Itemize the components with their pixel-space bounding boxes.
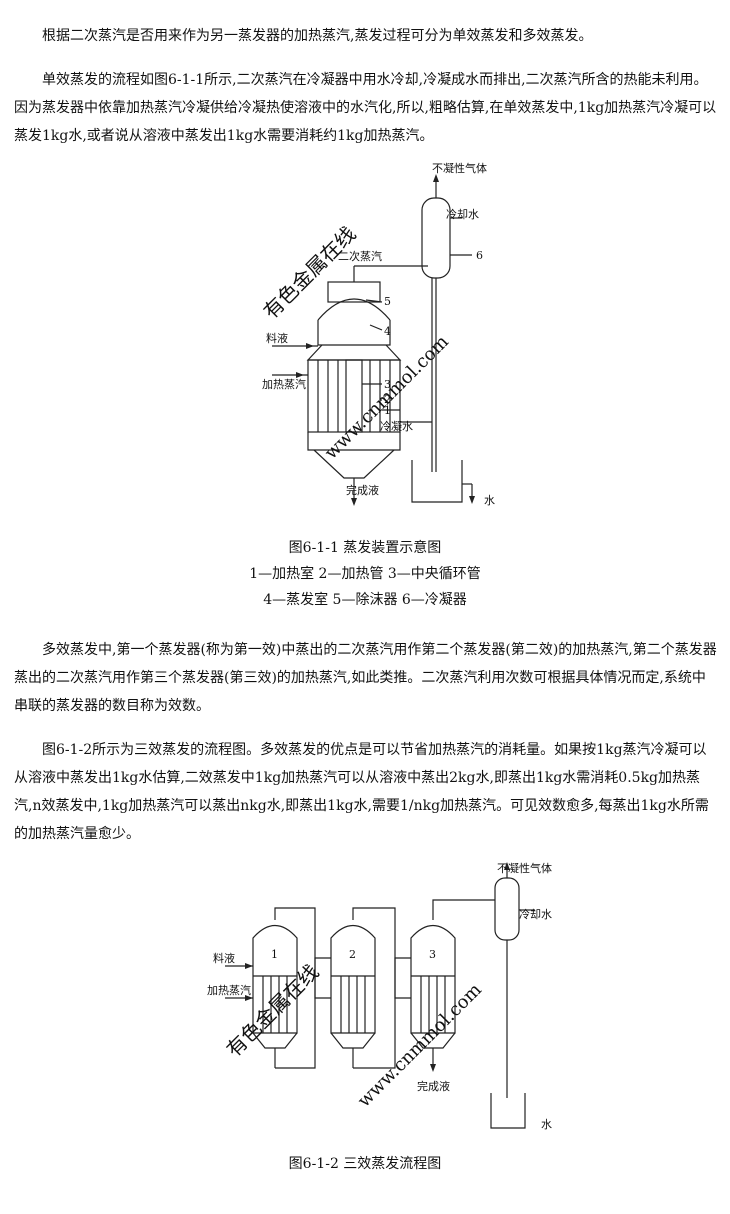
label-heating-steam: 加热蒸汽 xyxy=(262,377,306,391)
label-cooling-water: 冷却水 xyxy=(446,208,479,221)
figure-three-effect-diagram: 不凝性气体 冷却水 料液 加热蒸汽 完成液 水 1 2 3 有色金属在线 www… xyxy=(207,861,552,1131)
evaporator-1 xyxy=(252,924,298,1068)
label-effect-1: 1 xyxy=(271,948,278,961)
label-effect-3: 3 xyxy=(429,948,436,961)
label-water: 水 xyxy=(541,1118,552,1131)
label-num-1: 1 xyxy=(384,404,391,417)
condenser xyxy=(494,877,520,941)
figure-three-effect-evaporation: 不凝性气体 冷却水 料液 加热蒸汽 完成液 水 1 2 3 有色金属在线 www… xyxy=(205,858,560,1140)
svg-text:有色金属在线: 有色金属在线 xyxy=(222,960,324,1062)
paragraph-intro: 根据二次蒸汽是否用来作为另一蒸发器的加热蒸汽,蒸发过程可分为单效蒸发和多效蒸发。 xyxy=(42,28,593,44)
label-num-2: 2 xyxy=(384,393,391,406)
label-condensate: 冷凝水 xyxy=(380,419,413,433)
label-cooling-water: 冷却水 xyxy=(519,908,552,921)
central-circulation-tube xyxy=(345,359,363,433)
figure-single-effect-evaporator: 不凝性气体 冷却水 二次蒸汽 料液 加热蒸汽 冷凝水 完成液 水 5 4 3 2… xyxy=(259,160,502,525)
figure2-caption: 图6-1-2 三效蒸发流程图 xyxy=(288,1156,442,1172)
label-num-6: 6 xyxy=(476,249,483,262)
label-product: 完成液 xyxy=(417,1079,450,1093)
label-product: 完成液 xyxy=(346,483,379,497)
figure1-legend-line1: 1—加热室 2—加热管 3—中央循环管 xyxy=(249,566,481,582)
figure1-legend-line2: 4—蒸发室 5—除沫器 6—冷凝器 xyxy=(263,592,467,608)
evaporator-3 xyxy=(410,924,456,1068)
paragraph-single-effect: 单效蒸发的流程如图6-1-1所示,二次蒸汽在冷凝器中用水冷却,冷凝成水而排出,二… xyxy=(14,72,717,144)
label-noncondensable-gas: 不凝性气体 xyxy=(432,161,487,175)
label-heating-steam: 加热蒸汽 xyxy=(207,983,251,997)
label-feed: 料液 xyxy=(266,331,288,345)
label-secondary-steam: 二次蒸汽 xyxy=(338,249,382,263)
figure-single-effect-diagram: 不凝性气体 冷却水 二次蒸汽 料液 加热蒸汽 冷凝水 完成液 水 5 4 3 2… xyxy=(259,161,495,507)
water-tank xyxy=(411,460,463,503)
label-noncondensable-gas: 不凝性气体 xyxy=(497,861,552,875)
paragraph-multi-effect: 多效蒸发中,第一个蒸发器(称为第一效)中蒸出的二次蒸汽用作第二个蒸发器(第二效)… xyxy=(14,642,717,714)
water-tank xyxy=(490,1093,526,1129)
figure1-caption: 图6-1-1 蒸发装置示意图 xyxy=(288,540,442,556)
evaporator-2 xyxy=(330,924,376,1068)
label-feed: 料液 xyxy=(213,951,235,965)
svg-text:有色金属在线: 有色金属在线 xyxy=(262,222,360,324)
label-num-3: 3 xyxy=(384,378,391,391)
label-num-5: 5 xyxy=(384,295,391,308)
svg-text:www.cnmmol.com: www.cnmmol.com xyxy=(321,331,453,463)
paragraph-three-effect: 图6-1-2所示为三效蒸发的流程图。多效蒸发的优点是可以节省加热蒸汽的消耗量。如… xyxy=(14,742,709,842)
label-num-4: 4 xyxy=(384,325,391,338)
evaporator-top-dome xyxy=(317,298,391,321)
label-water: 水 xyxy=(484,494,495,507)
label-effect-2: 2 xyxy=(349,948,356,961)
